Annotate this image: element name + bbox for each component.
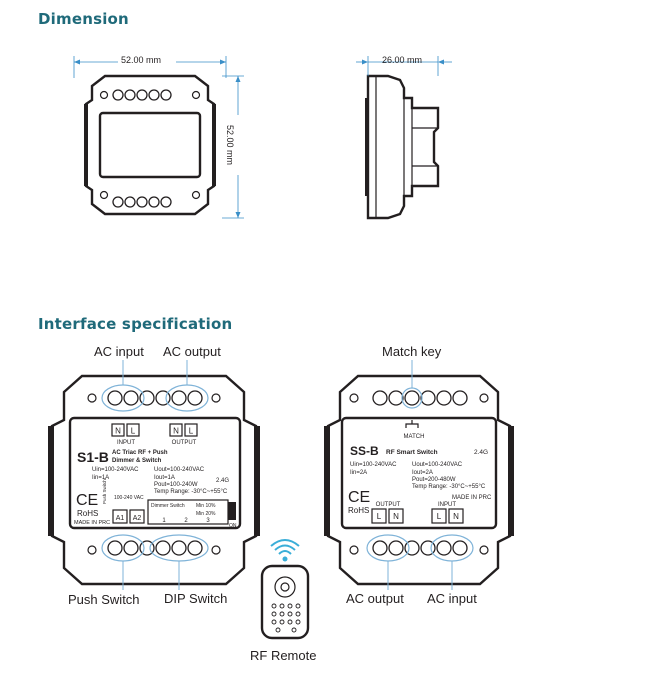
ssb-match: MATCH <box>404 434 425 440</box>
ssb-temp: Temp Range: -30°C~+55°C <box>412 484 486 490</box>
front-width-label: 52.00 mm <box>121 55 162 65</box>
s1b-ce: CE <box>76 492 98 509</box>
s1b-terminal-n: N <box>115 427 121 436</box>
s1b-output-label: OUTPUT <box>172 440 197 446</box>
ssb-rohs: RoHS <box>348 506 369 515</box>
ssb-freq: 2.4G <box>474 449 488 456</box>
callout-match-key: Match key <box>382 344 442 359</box>
ssb-output-label: OUTPUT <box>376 502 401 508</box>
s1b-terminal-l: L <box>131 427 136 436</box>
rf-remote-illustration <box>260 539 310 640</box>
s1b-model: S1-B <box>77 449 109 465</box>
ssb-terminal-l-in: L <box>437 512 442 521</box>
ssb-uout: Uout=100-240VAC <box>412 462 463 468</box>
s1b-rohs: RoHS <box>77 509 98 518</box>
ssb-device-texts: MATCH SS-B RF Smart Switch 2.4G Uin=100-… <box>348 434 492 521</box>
front-height-dimension <box>222 75 244 219</box>
wireless-signal-icon <box>270 539 300 562</box>
side-view-device <box>365 74 440 220</box>
s1b-terminal-l-out: L <box>189 427 194 436</box>
s1b-push-switch-small: Push Switch <box>102 479 107 504</box>
s1b-made: MADE IN PRC <box>74 520 110 526</box>
s1b-a2: A2 <box>133 515 142 522</box>
callout-rf-remote: RF Remote <box>250 648 317 663</box>
ssb-terminal-n-in: N <box>453 512 459 521</box>
s1b-freq: 2.4G <box>216 478 229 484</box>
callout-dip-switch: DIP Switch <box>164 591 228 606</box>
s1b-device <box>48 374 260 586</box>
s1b-device-texts: N L N L INPUT OUTPUT S1-B AC Triac RF + … <box>74 427 237 530</box>
callout-ac-input: AC input <box>94 344 144 359</box>
s1b-vac: 100-240 VAC <box>114 495 144 501</box>
callout-push-switch: Push Switch <box>68 592 140 607</box>
ssb-made: MADE IN PRC <box>452 495 492 501</box>
front-height-label: 52.00 mm <box>225 124 236 166</box>
side-width-dimension <box>356 56 452 76</box>
s1b-pout: Pout=100-240W <box>154 482 198 488</box>
front-view-terminals-top <box>112 89 172 101</box>
ssb-device <box>324 374 514 586</box>
ssb-leader-lines <box>387 360 453 590</box>
ssb-pout: Pout=200-480W <box>412 477 456 483</box>
s1b-uout: Uout=100-240VAC <box>154 467 205 473</box>
s1b-desc2: Dimmer & Switch <box>112 458 162 464</box>
section-title-interface: Interface specification <box>38 315 233 333</box>
s1b-terminal-n-out: N <box>173 427 179 436</box>
ssb-iin: Iin=2A <box>350 470 367 476</box>
s1b-temp: Temp Range: -30°C~+55°C <box>154 489 228 495</box>
callout-ac-input-right: AC input <box>427 591 477 606</box>
s1b-iout: Iout=1A <box>154 475 175 481</box>
front-width-dimension <box>73 56 227 78</box>
ssb-ce: CE <box>348 489 370 506</box>
s1b-min10: Min 10% <box>196 503 216 509</box>
ssb-model: SS-B <box>350 444 379 458</box>
ssb-uin: Uin=100-240VAC <box>350 462 397 468</box>
s1b-dip3: 3 <box>206 518 210 524</box>
s1b-min20: Min 20% <box>196 511 216 517</box>
s1b-input-label: INPUT <box>117 440 135 446</box>
s1b-dimmer-switch: Dimmer Switch <box>151 503 185 509</box>
ssb-terminal-n: N <box>393 512 399 521</box>
s1b-leader-lines <box>122 360 188 590</box>
s1b-iin: Iin=1A <box>92 475 109 481</box>
s1b-a1: A1 <box>116 515 125 522</box>
callout-ac-output: AC output <box>163 344 221 359</box>
ssb-terminal-l: L <box>377 512 382 521</box>
section-title-dimension: Dimension <box>38 10 129 28</box>
s1b-dip2: 2 <box>184 518 188 524</box>
s1b-dip1: 1 <box>162 518 166 524</box>
s1b-uin: Uin=100-240VAC <box>92 467 139 473</box>
front-view-device <box>84 74 216 216</box>
side-width-label: 26.00 mm <box>382 55 423 65</box>
front-view-terminals-bottom <box>112 196 172 208</box>
s1b-on: ON <box>229 523 237 529</box>
ssb-desc: RF Smart Switch <box>386 449 438 456</box>
ssb-input-label: INPUT <box>438 502 456 508</box>
s1b-desc1: AC Triac RF + Push <box>112 450 168 456</box>
callout-ac-output-right: AC output <box>346 591 404 606</box>
ssb-iout: Iout=2A <box>412 470 433 476</box>
